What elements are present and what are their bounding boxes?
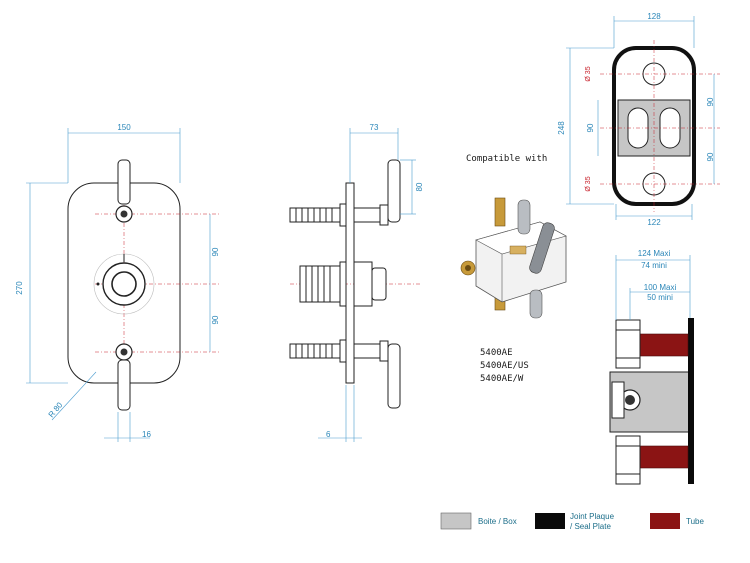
side-depth-dimension: 73 [349, 123, 399, 183]
front-offset-label: 16 [142, 430, 151, 439]
cutout-view: 128 248 122 90 90 90 Ø 35 Ø 35 [557, 12, 720, 227]
cutout-inner-width-dimension: 122 [615, 204, 693, 227]
section-lower-tube [639, 445, 689, 469]
front-thermostatic-dial [93, 253, 155, 315]
legend-label-seal-plate-line1: Joint Plaque [570, 512, 615, 521]
front-lower-handle [115, 343, 133, 411]
section-upper-tube [639, 333, 689, 357]
cutout-right-dimensions: 90 90 [706, 74, 715, 184]
legend-label-box: Boite / Box [478, 517, 517, 526]
legend-swatch-box [440, 512, 472, 530]
side-thickness-dimension: 6 [318, 385, 362, 442]
front-width-label: 150 [117, 123, 131, 132]
compatible-model-3: 5400AE/W [480, 374, 524, 384]
section-seal-plate [688, 318, 694, 484]
cutout-left-middle-label: 90 [586, 123, 595, 132]
cutout-right-lower-label: 90 [706, 152, 715, 161]
section-inner-depth-dimension: 100 Maxi 50 mini [629, 283, 690, 320]
side-upper-assembly [289, 159, 401, 227]
legend-swatch-tube [650, 513, 680, 529]
section-outer-depth-dimension: 124 Maxi 74 mini [615, 249, 691, 320]
side-view: 73 80 6 [289, 123, 424, 442]
cutout-inner-width-label: 122 [647, 218, 661, 227]
front-radius-label: R 80 [47, 400, 65, 419]
section-view: 124 Maxi 74 mini 100 Maxi 50 mini [609, 249, 694, 485]
mixing-body-illustration [460, 197, 567, 319]
cutout-height-label: 248 [557, 121, 566, 135]
cutout-top-hole-label: Ø 35 [585, 66, 592, 81]
compatible-heading: Compatible with [466, 154, 547, 164]
cutout-outer-width-dimension: 128 [613, 12, 695, 48]
cutout-outer-width-label: 128 [647, 12, 661, 21]
side-plate [345, 182, 355, 384]
side-depth-label: 73 [370, 123, 379, 132]
section-outer-depth-label: 124 Maxi [638, 249, 671, 258]
front-height-dimension: 270 [15, 182, 68, 384]
front-spacing-dimension: 90 90 [209, 214, 220, 352]
cutout-bottom-hole-label: Ø 35 [585, 176, 592, 191]
section-inner-depth-min-label: 50 mini [647, 293, 673, 302]
legend-label-seal-plate-line2: / Seal Plate [570, 522, 611, 531]
cutout-height-dimension: 248 [557, 47, 614, 205]
front-radius-dimension: R 80 [47, 371, 97, 421]
compatible-model-1: 5400AE [480, 348, 513, 358]
front-width-dimension: 150 [67, 123, 181, 183]
front-height-label: 270 [15, 281, 24, 295]
front-upper-spacing-label: 90 [211, 247, 220, 256]
section-outer-depth-min-label: 74 mini [641, 261, 667, 270]
side-thickness-label: 6 [326, 430, 331, 439]
cutout-left-dimensions: 90 Ø 35 Ø 35 [585, 66, 599, 192]
front-upper-handle [115, 159, 133, 223]
section-fittings [611, 319, 641, 485]
compatible-section: Compatible with 5400AE 5400AE/US 5400AE/… [460, 154, 567, 384]
front-view: 150 270 90 90 R 80 16 [15, 123, 220, 442]
side-handle-height-dimension: 80 [400, 159, 424, 215]
front-offset-dimension: 16 [104, 412, 151, 442]
section-inner-depth-label: 100 Maxi [644, 283, 677, 292]
side-handle-height-label: 80 [415, 182, 424, 191]
legend: Boite / Box Joint Plaque / Seal Plate Tu… [440, 512, 704, 531]
front-lower-spacing-label: 90 [211, 315, 220, 324]
side-lower-assembly [289, 339, 401, 409]
legend-swatch-seal-plate [535, 513, 565, 529]
side-middle-assembly [299, 261, 387, 307]
compatible-model-2: 5400AE/US [480, 361, 529, 371]
cutout-right-upper-label: 90 [706, 97, 715, 106]
legend-label-tube: Tube [686, 517, 704, 526]
